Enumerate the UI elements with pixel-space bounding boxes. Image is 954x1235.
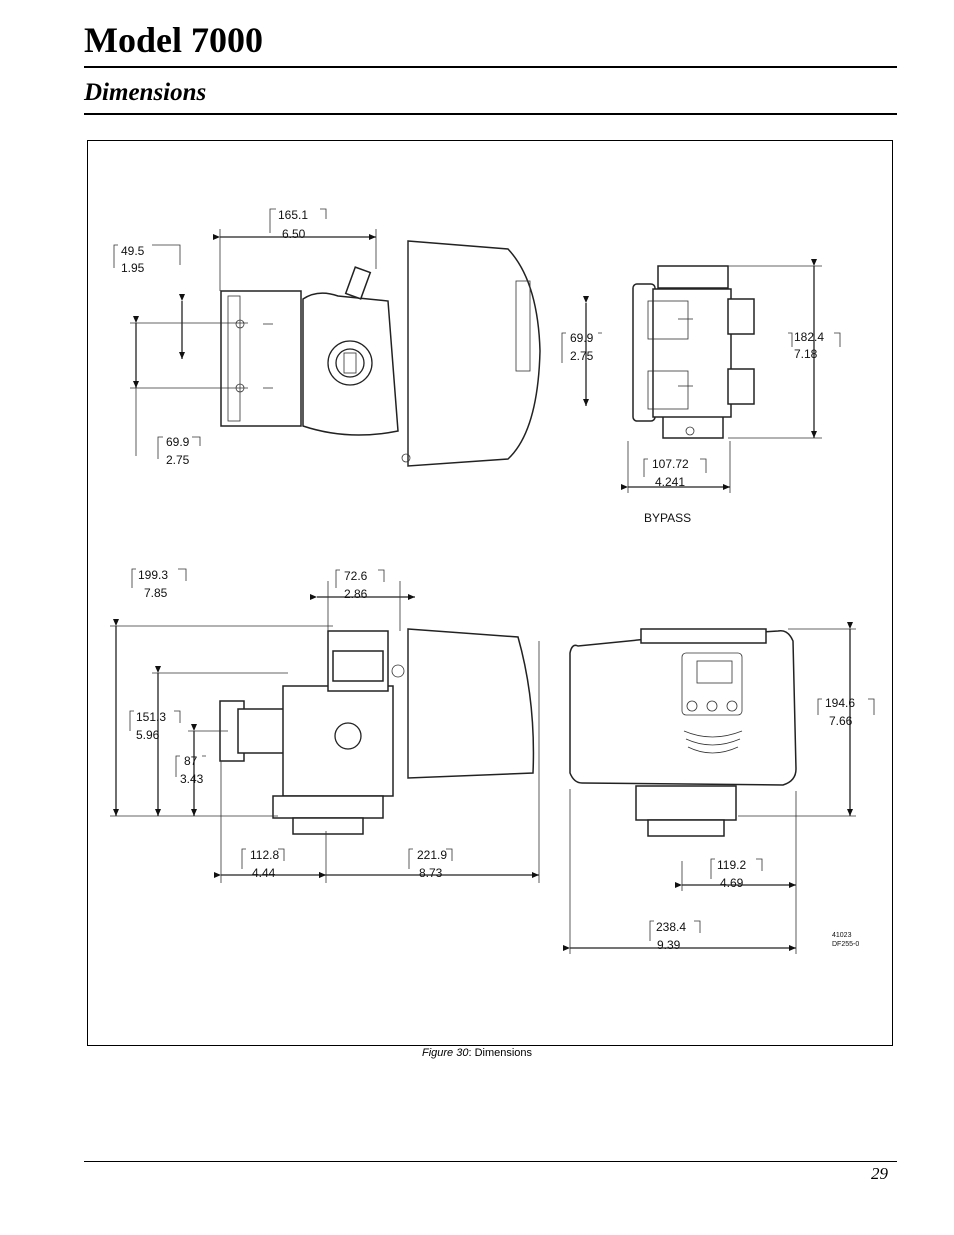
top-view-dimensions: 165.1 6.50 49.5 1.95 69.9 2.75 [113,208,377,467]
dim-side-low-mm: 87 [184,754,198,768]
caption-figure-number: Figure 30 [421,1047,469,1059]
dim-side-left-in: 4.44 [252,866,276,880]
dim-side-left-mm: 112.8 [250,848,279,862]
dim-side-mid-mm: 151.3 [136,710,166,724]
dim-front-width-in: 9.39 [657,938,681,952]
dim-front-half-mm: 119.2 [717,858,746,872]
dim-side-offset-in: 2.86 [344,587,368,601]
dim-top-width-mm: 165.1 [278,208,308,222]
dim-front-half-in: 4.69 [720,876,744,890]
page-number: 29 [871,1164,888,1183]
bypass-label: BYPASS [644,511,691,525]
drawing-code-2: DF255-0 [832,941,859,948]
drawing-code-1: 41023 [832,932,852,939]
front-view-dimensions: 194.6 7.66 119.2 4.69 238.4 9.39 41023 D… [563,622,875,954]
dim-side-low-in: 3.43 [180,772,204,786]
side-view-dimensions: 199.3 7.85 72.6 2.86 151.3 5.96 87 3.43 … [110,568,540,883]
section-rule [84,113,897,115]
top-view-drawing [220,240,541,467]
section-title: Dimensions [84,79,207,106]
dim-side-right-in: 8.73 [419,866,443,880]
dim-bypass-height-mm: 182.4 [794,330,824,344]
dim-top-port-in: 2.75 [166,453,190,467]
dimension-drawing: 165.1 6.50 49.5 1.95 69.9 2.75 69.9 2.75 [110,208,875,954]
side-view-drawing [219,628,535,835]
title-rule [84,66,897,68]
dimensions-figure: 165.1 6.50 49.5 1.95 69.9 2.75 69.9 2.75 [87,140,893,1046]
dim-bypass-port-in: 2.75 [570,349,594,363]
dim-side-offset-mm: 72.6 [344,569,368,583]
caption-text: : Dimensions [468,1047,533,1059]
front-view-drawing [569,628,797,837]
dim-top-port-mm: 69.9 [166,435,190,449]
dim-side-height-mm: 199.3 [138,568,168,582]
dim-front-width-mm: 238.4 [656,920,686,934]
dim-bypass-port-mm: 69.9 [570,331,594,345]
dim-side-height-in: 7.85 [144,586,168,600]
dim-side-right-mm: 221.9 [417,848,447,862]
dim-top-width-in: 6.50 [282,227,306,241]
dim-side-mid-in: 5.96 [136,728,160,742]
footer-rule [84,1161,897,1162]
dim-front-height-mm: 194.6 [825,696,855,710]
figure-caption: Figure 30: Dimensions [0,1047,954,1059]
dim-bypass-height-in: 7.18 [794,347,818,361]
dim-bypass-width-in: 4.241 [655,475,685,489]
bypass-view-dimensions: 69.9 2.75 182.4 7.18 107.72 4.241 BYPASS [561,259,841,525]
dim-front-height-in: 7.66 [829,714,853,728]
dim-top-offset-in: 1.95 [121,261,145,275]
bypass-view-drawing [632,265,755,439]
dim-bypass-width-mm: 107.72 [652,457,689,471]
page-title: Model 7000 [84,20,263,60]
dim-top-offset-mm: 49.5 [121,244,145,258]
